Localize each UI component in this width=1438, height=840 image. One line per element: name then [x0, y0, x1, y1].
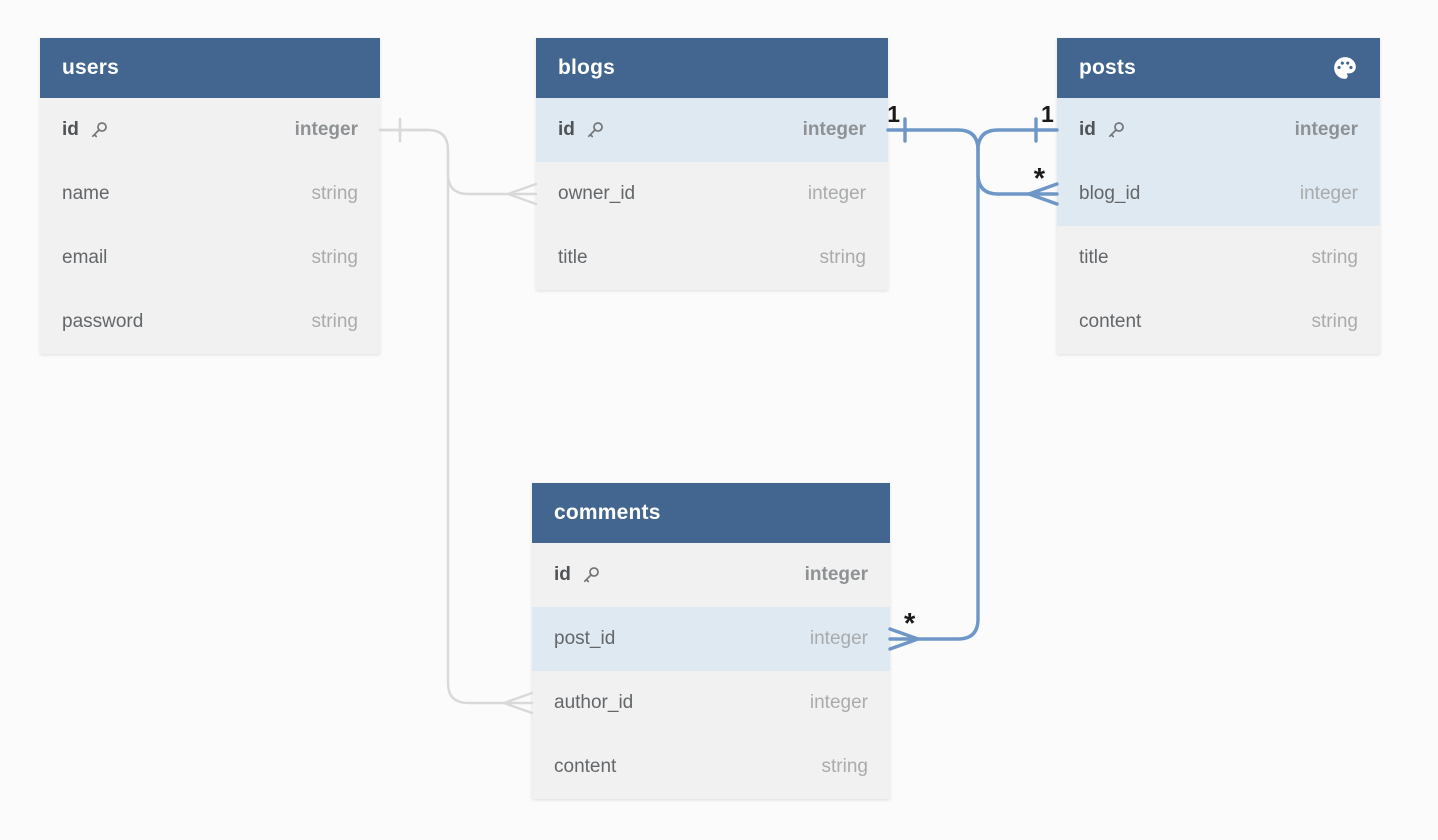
field-row-comments-author_id[interactable]: author_id integer — [532, 671, 890, 735]
relationship-line[interactable] — [886, 128, 1031, 196]
field-name-text: password — [62, 311, 144, 332]
field-row-posts-content[interactable]: content string — [1057, 290, 1380, 354]
cardinality-one-label: 1 — [1041, 101, 1054, 127]
field-name-text: id — [62, 119, 79, 140]
field-name: title — [558, 247, 588, 269]
field-row-comments-content[interactable]: content string — [532, 735, 890, 799]
field-type: string — [1311, 311, 1358, 332]
field-name: post_id — [554, 628, 615, 650]
crow-foot-many-marker — [888, 627, 920, 651]
relationship-line[interactable] — [378, 128, 510, 196]
primary-key-icon — [1108, 121, 1124, 137]
field-name-text: title — [558, 247, 588, 268]
crow-foot-many-marker — [506, 182, 538, 206]
field-name: email — [62, 247, 107, 269]
field-name: id — [554, 564, 601, 586]
field-name-text: id — [1079, 119, 1096, 140]
crow-foot-many-marker — [502, 691, 534, 715]
field-name: id — [558, 119, 605, 141]
field-name-text: email — [62, 247, 108, 268]
primary-key-icon — [583, 566, 599, 582]
primary-key-icon — [91, 121, 107, 137]
field-name: content — [554, 756, 616, 778]
field-row-blogs-owner_id[interactable]: owner_id integer — [536, 162, 888, 226]
cardinality-many-label: * — [1034, 163, 1046, 195]
table-name: comments — [554, 501, 661, 524]
field-type: integer — [1299, 183, 1358, 204]
relationship-posts-comments[interactable] — [888, 117, 1059, 651]
field-type: integer — [294, 119, 358, 140]
field-row-users-email[interactable]: email string — [40, 226, 380, 290]
field-type: string — [311, 183, 358, 204]
field-row-comments-post_id[interactable]: post_id integer — [532, 607, 890, 671]
table-header-posts[interactable]: posts — [1057, 38, 1380, 98]
field-type: integer — [804, 564, 868, 585]
relationship-line[interactable] — [378, 128, 506, 705]
field-row-posts-blog_id[interactable]: blog_id integer — [1057, 162, 1380, 226]
table-name: posts — [1079, 56, 1137, 79]
field-name: blog_id — [1079, 183, 1140, 205]
table-blogs[interactable]: blogs id integer owner_id integer title string — [536, 38, 888, 290]
relationship-blogs-posts[interactable] — [886, 117, 1059, 206]
field-name: author_id — [554, 692, 633, 714]
field-row-posts-id[interactable]: id integer — [1057, 98, 1380, 162]
field-name: content — [1079, 311, 1141, 333]
field-name-text: author_id — [554, 692, 634, 713]
field-name: owner_id — [558, 183, 635, 205]
field-type: integer — [809, 692, 868, 713]
field-row-blogs-id[interactable]: id integer — [536, 98, 888, 162]
field-row-blogs-title[interactable]: title string — [536, 226, 888, 290]
field-name-text: post_id — [554, 628, 616, 649]
table-header-comments[interactable]: comments — [532, 483, 890, 543]
field-name: name — [62, 183, 110, 205]
field-name-text: content — [554, 756, 617, 777]
field-name-text: blog_id — [1079, 183, 1141, 204]
field-type: integer — [809, 628, 868, 649]
field-type: string — [821, 756, 868, 777]
relationship-line[interactable] — [916, 128, 1059, 641]
field-name-text: id — [558, 119, 575, 140]
field-name-text: name — [62, 183, 110, 204]
field-type: integer — [807, 183, 866, 204]
field-name: id — [62, 119, 109, 141]
crow-foot-many-marker — [1027, 182, 1059, 206]
field-type: string — [1311, 247, 1358, 268]
field-row-users-id[interactable]: id integer — [40, 98, 380, 162]
field-row-posts-title[interactable]: title string — [1057, 226, 1380, 290]
cardinality-many-label: * — [904, 608, 916, 640]
field-name-text: id — [554, 564, 571, 585]
field-name-text: owner_id — [558, 183, 636, 204]
field-type: string — [311, 311, 358, 332]
field-name-text: title — [1079, 247, 1109, 268]
table-header-blogs[interactable]: blogs — [536, 38, 888, 98]
field-name-text: content — [1079, 311, 1142, 332]
relationship-users-blogs[interactable] — [378, 117, 538, 206]
table-header-users[interactable]: users — [40, 38, 380, 98]
relationship-users-comments[interactable] — [378, 117, 534, 715]
cardinality-one-label: 1 — [887, 101, 900, 127]
field-row-users-name[interactable]: name string — [40, 162, 380, 226]
table-name: blogs — [558, 56, 615, 79]
field-type: integer — [1294, 119, 1358, 140]
field-row-users-password[interactable]: password string — [40, 290, 380, 354]
field-type: integer — [802, 119, 866, 140]
field-name: password — [62, 311, 143, 333]
primary-key-icon — [587, 121, 603, 137]
field-name: id — [1079, 119, 1126, 141]
field-type: string — [311, 247, 358, 268]
field-type: string — [819, 247, 866, 268]
field-row-comments-id[interactable]: id integer — [532, 543, 890, 607]
palette-icon[interactable] — [1332, 55, 1358, 81]
table-name: users — [62, 56, 120, 79]
field-name: title — [1079, 247, 1109, 269]
